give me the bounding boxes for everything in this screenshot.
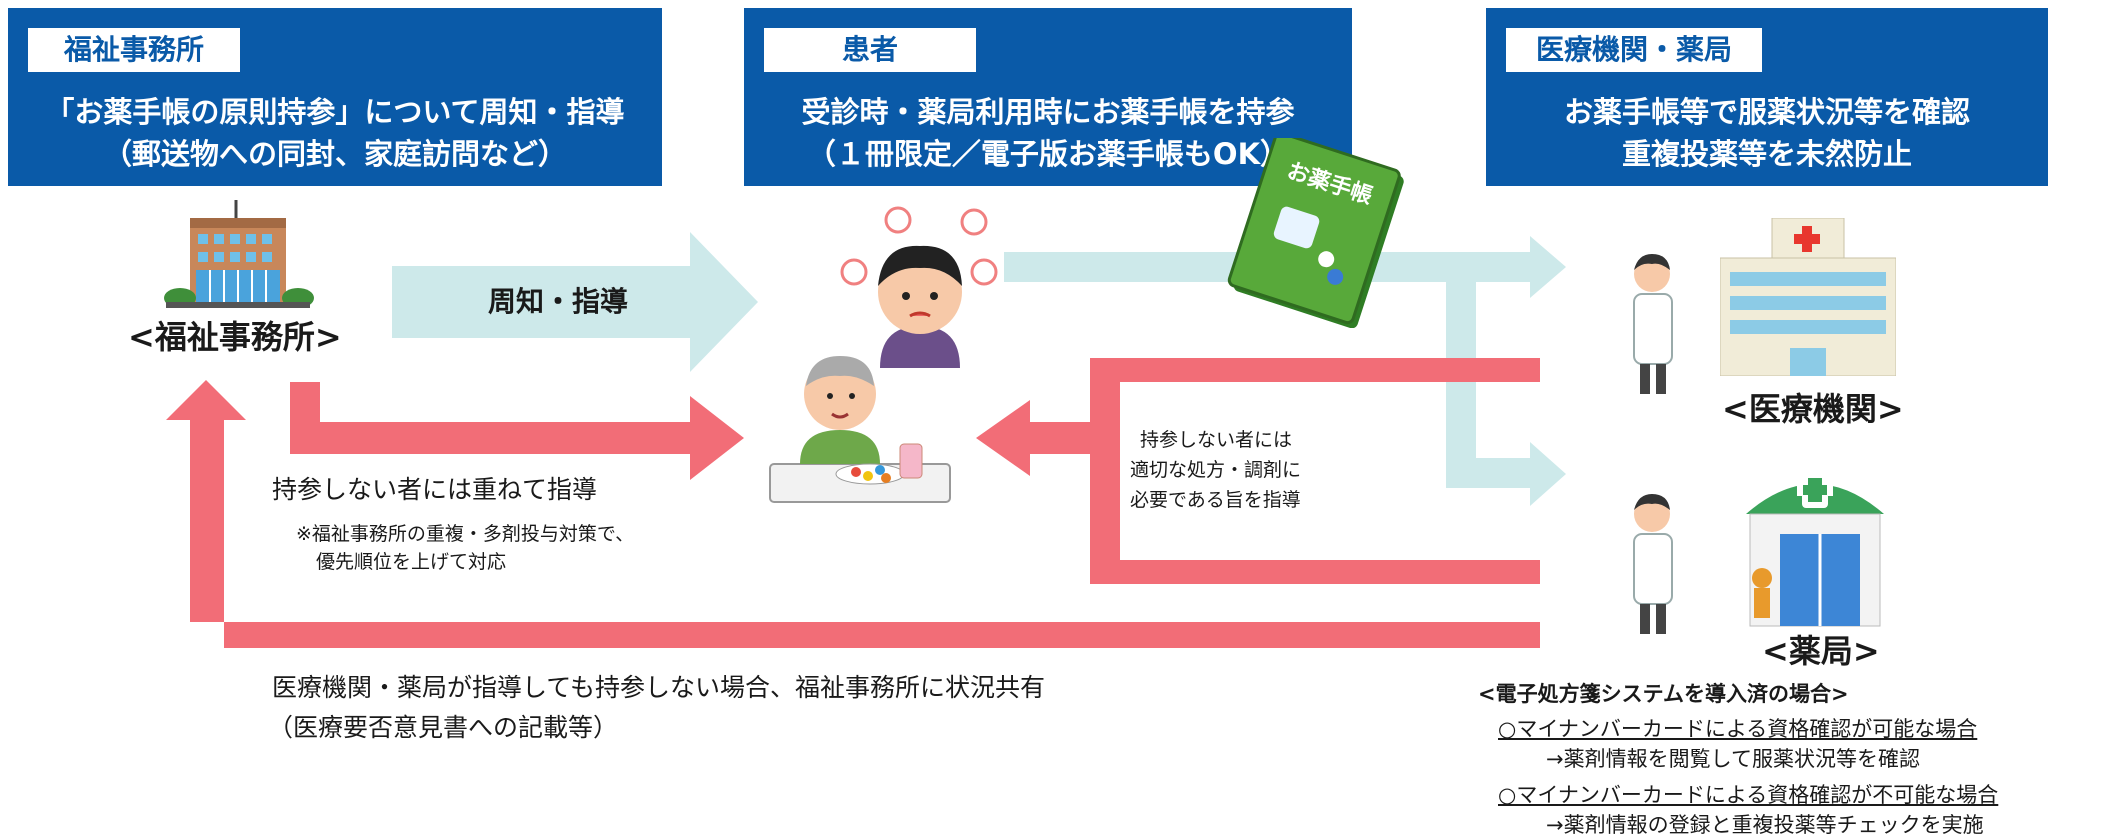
eprescription-heading: <電子処方箋システムを導入済の場合>	[1478, 682, 1849, 706]
medicine-notebook-icon: お薬手帳	[1227, 138, 1404, 328]
case2-title: ○マイナンバーカードによる資格確認が不可能な場合	[1498, 783, 1999, 807]
mid-guidance-line3: 必要である旨を指導	[1130, 489, 1301, 511]
elderly-patient-medicine-icon	[769, 356, 951, 503]
hospital-building-icon	[1720, 218, 1896, 376]
patient-panel: 患者 受診時・薬局利用時にお薬手帳を持参 （１冊限定／電子版お薬手帳もOK）	[744, 8, 1352, 186]
pharmacy-building-icon	[1746, 472, 1884, 627]
status-share-line1: 医療機関・薬局が指導しても持参しない場合、福祉事務所に状況共有	[272, 673, 1046, 702]
medical-panel-line1: お薬手帳等で服薬状況等を確認	[1563, 95, 1970, 129]
mid-guidance-line1: 持参しない者には	[1140, 429, 1293, 451]
medical-panel-line2: 重複投薬等を未然防止	[1621, 137, 1912, 171]
priority-note-line2: 優先順位を上げて対応	[316, 551, 507, 573]
mid-guidance-line2: 適切な処方・調剤に	[1130, 459, 1302, 481]
welfare-office-building-icon	[164, 200, 314, 308]
welfare-office-tag: 福祉事務所	[28, 28, 240, 72]
welfare-panel-line1: 「お薬手帳の原則持参」について周知・指導	[45, 95, 625, 129]
repeat-guidance-label: 持参しない者には重ねて指導	[272, 475, 598, 504]
institution-guidance-arrow	[976, 358, 1540, 584]
case2-detail: →薬剤情報の登録と重複投薬等チェックを実施	[1546, 813, 1984, 837]
case1-detail: →薬剤情報を閲覧して服薬状況等を確認	[1546, 747, 1920, 771]
medical-panel: 医療機関・薬局 お薬手帳等で服薬状況等を確認 重複投薬等を未然防止	[1486, 8, 2048, 186]
arrow-to-pharmacy	[1446, 442, 1566, 506]
patient-panel-line1: 受診時・薬局利用時にお薬手帳を持参	[801, 95, 1295, 129]
medical-tag: 医療機関・薬局	[1506, 28, 1762, 72]
status-share-line2: （医療要否意見書への記載等）	[268, 713, 619, 742]
welfare-office-label: <福祉事務所>	[128, 318, 342, 356]
worried-patient-icon	[840, 206, 998, 368]
arrow-to-medical	[1450, 236, 1566, 298]
pharmacy-label: <薬局>	[1762, 632, 1880, 670]
medical-institution-label: <医療機関>	[1722, 390, 1904, 428]
case1-title: ○マイナンバーカードによる資格確認が可能な場合	[1498, 717, 1978, 741]
welfare-panel-line2: （郵送物への同封、家庭訪問など）	[102, 137, 567, 171]
pharmacist-icon	[1633, 494, 1673, 634]
notice-guidance-label: 周知・指導	[488, 285, 629, 318]
priority-note-line1: ※福祉事務所の重複・多剤投与対策で、	[296, 523, 635, 545]
notice-arrow	[392, 232, 758, 372]
eprescription-section: <電子処方箋システムを導入済の場合> ○マイナンバーカードによる資格確認が可能な…	[1478, 678, 2098, 840]
welfare-office-panel: 福祉事務所 「お薬手帳の原則持参」について周知・指導 （郵送物への同封、家庭訪問…	[8, 8, 662, 186]
patient-panel-line2: （１冊限定／電子版お薬手帳もOK）	[806, 137, 1290, 171]
repeat-guidance-arrow	[290, 382, 744, 480]
doctor-icon	[1633, 254, 1673, 394]
patient-tag: 患者	[764, 28, 976, 72]
